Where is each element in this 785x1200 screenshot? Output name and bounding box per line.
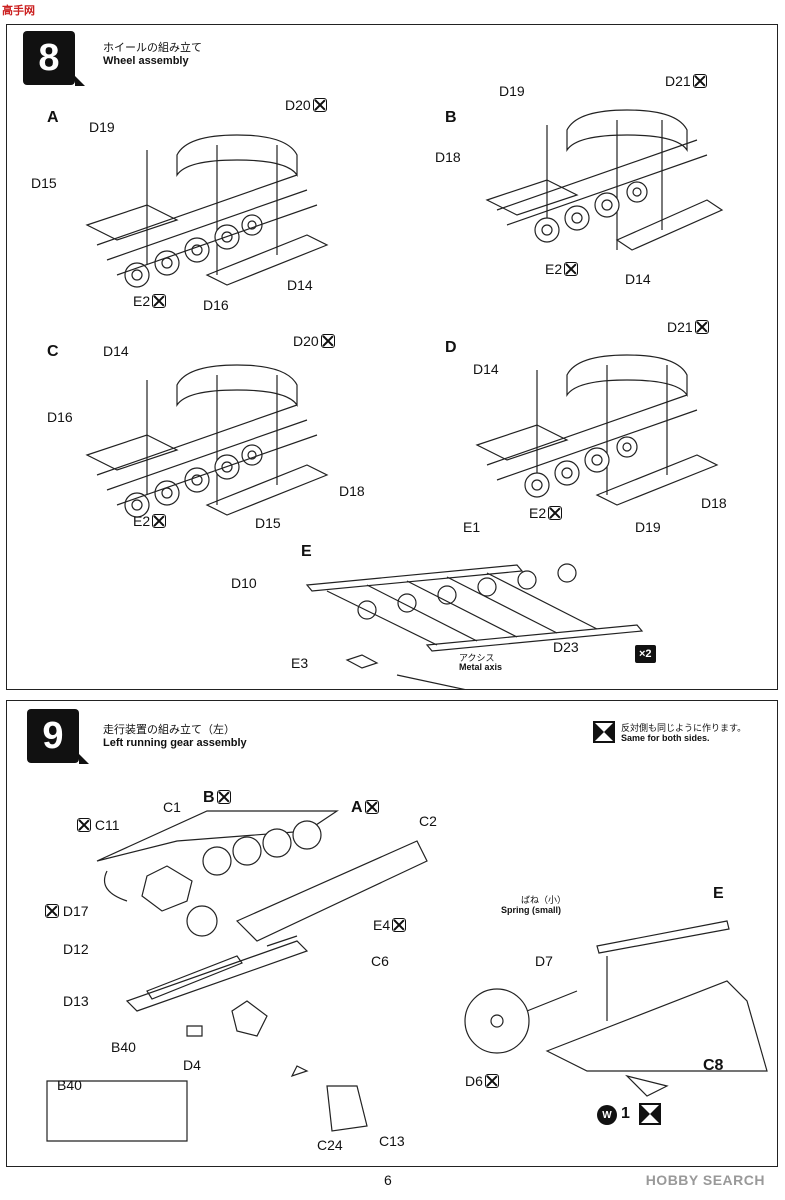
- part-e2: E2: [133, 513, 167, 529]
- part-d10: D10: [231, 575, 257, 591]
- step-number-box: 8: [23, 31, 85, 86]
- part-b40-detail: B40: [57, 1077, 82, 1093]
- sub-label-b: B: [203, 789, 231, 807]
- part-d7: D7: [535, 953, 553, 969]
- part-d23: D23: [553, 639, 579, 655]
- both-sides-note-jp: 反対側も同じように作ります。: [621, 723, 747, 733]
- part-d20: D20: [285, 97, 327, 113]
- sub-label-e: E: [713, 885, 724, 902]
- part-d16: D16: [203, 297, 229, 313]
- do-not-glue-icon: [45, 904, 59, 918]
- assembly-a-drawing: [85, 134, 329, 288]
- do-not-glue-icon: [320, 334, 335, 348]
- part-d21: D21: [667, 319, 709, 335]
- do-not-glue-icon: [392, 918, 407, 932]
- part-d20: D20: [293, 333, 335, 349]
- do-not-glue-icon: [564, 262, 579, 276]
- side-assembly-drawing: [464, 920, 768, 1097]
- part-d14: D14: [103, 343, 129, 359]
- part-e2: E2: [133, 293, 167, 309]
- part-d14: D14: [473, 361, 499, 377]
- do-not-glue-icon: [484, 1074, 499, 1088]
- part-c11: C11: [75, 817, 120, 833]
- metal-axis-en: Metal axis: [459, 662, 503, 672]
- metal-part-w-icon: W: [597, 1105, 617, 1125]
- step-9-panel: 9 走行装置の組み立て（左） Left running gear assembl…: [6, 700, 778, 1167]
- part-d15: D15: [255, 515, 281, 531]
- part-d17: D17: [43, 903, 89, 919]
- step-number-box: 9: [27, 709, 89, 764]
- main-exploded-drawing: [46, 810, 428, 1142]
- part-d12: D12: [63, 941, 89, 957]
- do-not-glue-icon: [364, 800, 379, 814]
- sub-label-c: C: [47, 343, 59, 360]
- sub-label-a: A: [47, 109, 59, 126]
- part-d19: D19: [499, 83, 525, 99]
- step-title-en: Wheel assembly: [103, 55, 189, 67]
- watermark: HOBBY SEARCH: [645, 1172, 765, 1188]
- sub-label-d: D: [445, 339, 457, 356]
- part-d13: D13: [63, 993, 89, 1009]
- running-gear-drawings: [46, 810, 768, 1142]
- part-c24: C24: [317, 1137, 343, 1153]
- do-not-glue-icon: [216, 790, 231, 804]
- part-d18: D18: [339, 483, 365, 499]
- step-title-en: Left running gear assembly: [103, 737, 247, 749]
- part-d14: D14: [625, 271, 651, 287]
- sub-label-e: E: [301, 543, 312, 560]
- part-d19: D19: [635, 519, 661, 535]
- part-c6: C6: [371, 953, 389, 969]
- step-title-jp: ホイールの組み立て: [103, 42, 202, 54]
- part-e1: E1: [463, 519, 481, 535]
- part-d15: D15: [31, 175, 57, 191]
- part-e3: E3: [291, 655, 309, 671]
- wheel-assembly-drawings: [85, 109, 724, 689]
- assembly-e-drawing: [305, 563, 644, 689]
- part-d18: D18: [701, 495, 727, 511]
- part-c13: C13: [379, 1133, 405, 1149]
- page-number: 6: [384, 1172, 392, 1188]
- do-not-glue-icon: [548, 506, 563, 520]
- do-not-glue-icon: [312, 98, 327, 112]
- step-title-jp: 走行装置の組み立て（左）: [103, 724, 235, 736]
- do-not-glue-icon: [694, 320, 709, 334]
- part-d21: D21: [665, 73, 707, 89]
- both-sides-icon: [639, 1103, 661, 1125]
- part-d16: D16: [47, 409, 73, 425]
- site-logo: 高手网: [2, 5, 35, 17]
- both-sides-note-en: Same for both sides.: [621, 733, 710, 743]
- sub-label-a: A: [351, 799, 379, 817]
- do-not-glue-icon: [152, 294, 167, 308]
- part-c2: C2: [419, 813, 437, 829]
- metal-part-count: 1: [621, 1105, 630, 1122]
- sub-label-b: B: [445, 109, 457, 126]
- part-e4: E4: [373, 917, 407, 933]
- part-d6: D6: [465, 1073, 499, 1089]
- step-8-panel: 8 ホイールの組み立て Wheel assembly: [6, 24, 778, 690]
- quantity-badge: ×2: [635, 645, 656, 663]
- metal-axis-jp: アクシス: [459, 653, 495, 663]
- do-not-glue-icon: [692, 74, 707, 88]
- part-e2: E2: [545, 261, 579, 277]
- part-b40: B40: [111, 1039, 136, 1055]
- assembly-b-drawing: [485, 109, 724, 251]
- part-e2: E2: [529, 505, 563, 521]
- do-not-glue-icon: [152, 514, 167, 528]
- do-not-glue-icon: [77, 818, 91, 832]
- part-c1: C1: [163, 799, 181, 815]
- spring-label-jp: ばね（小）: [521, 895, 567, 905]
- assembly-c-drawing: [85, 364, 329, 518]
- assembly-d-drawing: [475, 354, 719, 506]
- both-sides-icon: [593, 721, 615, 743]
- spring-label-en: Spring (small): [501, 905, 562, 915]
- part-c8: C8: [703, 1057, 724, 1074]
- part-d4: D4: [183, 1057, 201, 1073]
- part-d18: D18: [435, 149, 461, 165]
- part-d14: D14: [287, 277, 313, 293]
- part-d19: D19: [89, 119, 115, 135]
